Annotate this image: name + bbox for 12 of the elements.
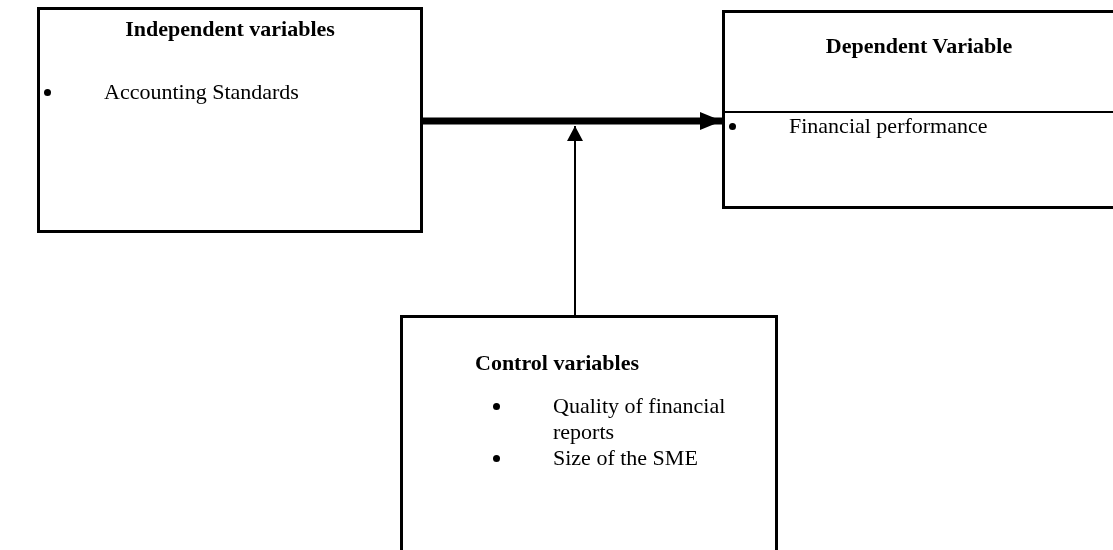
arrow: [567, 125, 583, 316]
variable-box: [722, 10, 1113, 209]
box-heading: Control variables: [475, 350, 639, 375]
bullet-item: Size of the SME: [552, 445, 699, 471]
bullet-item: Financial performance: [788, 113, 989, 139]
variable-box: [400, 315, 778, 550]
bullet-item: Quality of financial reports: [552, 393, 727, 445]
box-heading: Independent variables: [125, 16, 335, 41]
bullet-item: Accounting Standards: [103, 79, 300, 105]
arrow: [423, 112, 722, 130]
variable-box: [37, 7, 423, 233]
box-heading: Dependent Variable: [825, 33, 1013, 58]
